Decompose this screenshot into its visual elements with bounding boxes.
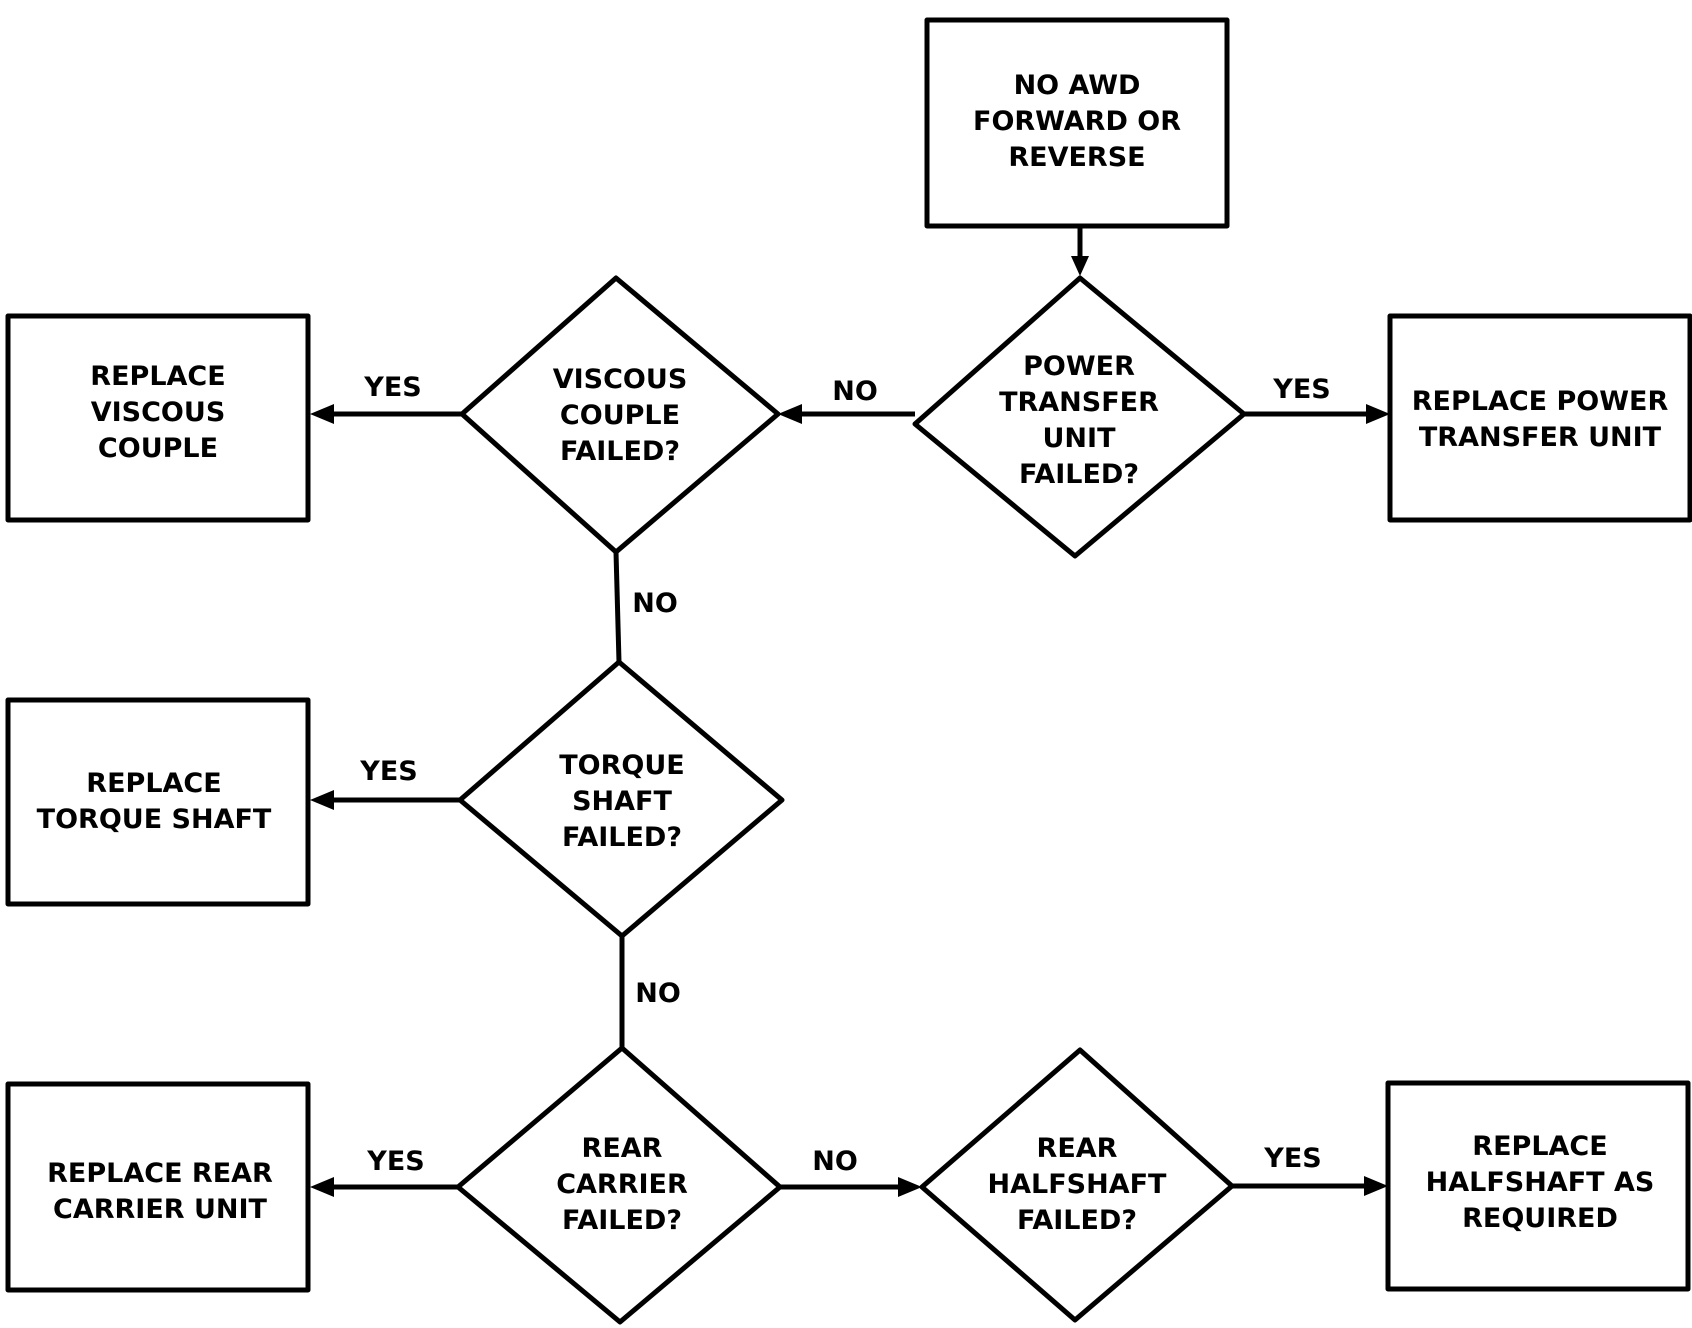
edge-labels: YES NO YES NO YES NO YES NO YES (359, 372, 1330, 1177)
start-line: FORWARD OR (973, 106, 1181, 137)
arrowhead-carrier-no (898, 1177, 922, 1197)
edge-label-ptu-no: NO (832, 376, 878, 407)
start-box (924, 17, 1230, 229)
halfshaft-failed-line: HALFSHAFT (988, 1169, 1168, 1200)
arrowhead-ptu-no (778, 404, 802, 424)
ptu-failed-line: TRANSFER (999, 387, 1159, 418)
torque-failed-diamond (457, 659, 785, 939)
viscous-failed-line: FAILED? (560, 436, 680, 467)
carrier-failed-diamond (455, 1045, 783, 1325)
ptu-failed-line: UNIT (1043, 423, 1117, 454)
ptu-failed-label: POWER TRANSFER UNIT FAILED? (999, 351, 1159, 490)
start-line: REVERSE (1008, 142, 1145, 173)
carrier-failed-label: REAR CARRIER FAILED? (556, 1133, 688, 1236)
replace-carrier-box (5, 1081, 311, 1293)
replace-carrier-line: REPLACE REAR (47, 1158, 273, 1189)
replace-ptu-label: REPLACE POWER TRANSFER UNIT (1412, 386, 1669, 453)
ptu-failed-line: POWER (1023, 351, 1135, 382)
arrowhead-viscous-yes (310, 404, 334, 424)
torque-failed-line: FAILED? (562, 822, 682, 853)
torque-failed-label: TORQUE SHAFT FAILED? (559, 750, 684, 853)
arrowhead-halfshaft-yes (1364, 1176, 1388, 1196)
replace-torque-line: REPLACE (86, 768, 221, 799)
replace-halfshaft-label: REPLACE HALFSHAFT AS REQUIRED (1426, 1131, 1655, 1234)
start-line: NO AWD (1014, 70, 1141, 101)
arrowhead-torque-yes (310, 790, 334, 810)
replace-carrier-label: REPLACE REAR CARRIER UNIT (47, 1158, 273, 1225)
halfshaft-failed-diamond (919, 1047, 1235, 1323)
replace-viscous-line: REPLACE (90, 361, 225, 392)
edge-label-halfshaft-yes: YES (1263, 1143, 1321, 1174)
replace-torque-line: TORQUE SHAFT (37, 804, 272, 835)
edge-label-ptu-yes: YES (1272, 374, 1330, 405)
replace-viscous-line: COUPLE (98, 433, 218, 464)
torque-failed-line: TORQUE (559, 750, 684, 781)
replace-viscous-label: REPLACE VISCOUS COUPLE (90, 361, 225, 464)
arrowhead-ptu-yes (1366, 404, 1390, 424)
replace-ptu-line: TRANSFER UNIT (1419, 422, 1662, 453)
replace-torque-label: REPLACE TORQUE SHAFT (37, 768, 272, 835)
viscous-failed-line: VISCOUS (553, 364, 688, 395)
halfshaft-failed-label: REAR HALFSHAFT FAILED? (988, 1133, 1168, 1236)
replace-viscous-line: VISCOUS (91, 397, 226, 428)
edge-label-carrier-no: NO (812, 1146, 858, 1177)
replace-viscous-box (5, 313, 311, 523)
replace-torque-box (5, 697, 311, 907)
edge-label-torque-yes: YES (359, 756, 417, 787)
start-label: NO AWD FORWARD OR REVERSE (973, 70, 1181, 173)
edge-label-viscous-no: NO (632, 588, 678, 619)
node-labels: NO AWD FORWARD OR REVERSE POWER TRANSFER UNI… (37, 70, 1669, 1236)
replace-halfshaft-line: REPLACE (1472, 1131, 1607, 1162)
replace-ptu-box (1387, 313, 1692, 523)
viscous-failed-line: COUPLE (560, 400, 680, 431)
carrier-failed-line: REAR (582, 1133, 663, 1164)
carrier-failed-line: CARRIER (556, 1169, 688, 1200)
halfshaft-failed-line: FAILED? (1017, 1205, 1137, 1236)
replace-halfshaft-line: REQUIRED (1462, 1203, 1618, 1234)
halfshaft-failed-line: REAR (1037, 1133, 1118, 1164)
torque-failed-line: SHAFT (572, 786, 672, 817)
replace-halfshaft-line: HALFSHAFT AS (1426, 1167, 1655, 1198)
shapes (5, 17, 1692, 1325)
replace-halfshaft-box (1385, 1080, 1691, 1292)
arrowhead-start-to-ptu (1071, 256, 1089, 276)
connector-viscous-no (613, 551, 622, 663)
carrier-failed-line: FAILED? (562, 1205, 682, 1236)
ptu-failed-line: FAILED? (1019, 459, 1139, 490)
arrowhead-carrier-yes (310, 1177, 334, 1197)
replace-ptu-line: REPLACE POWER (1412, 386, 1669, 417)
replace-carrier-line: CARRIER UNIT (53, 1194, 268, 1225)
ptu-failed-diamond (912, 275, 1247, 559)
edge-label-carrier-yes: YES (366, 1146, 424, 1177)
viscous-failed-diamond (459, 275, 781, 555)
edge-label-torque-no: NO (635, 978, 681, 1009)
edge-label-viscous-yes: YES (363, 372, 421, 403)
viscous-failed-label: VISCOUS COUPLE FAILED? (553, 364, 688, 467)
connectors (310, 226, 1390, 1197)
